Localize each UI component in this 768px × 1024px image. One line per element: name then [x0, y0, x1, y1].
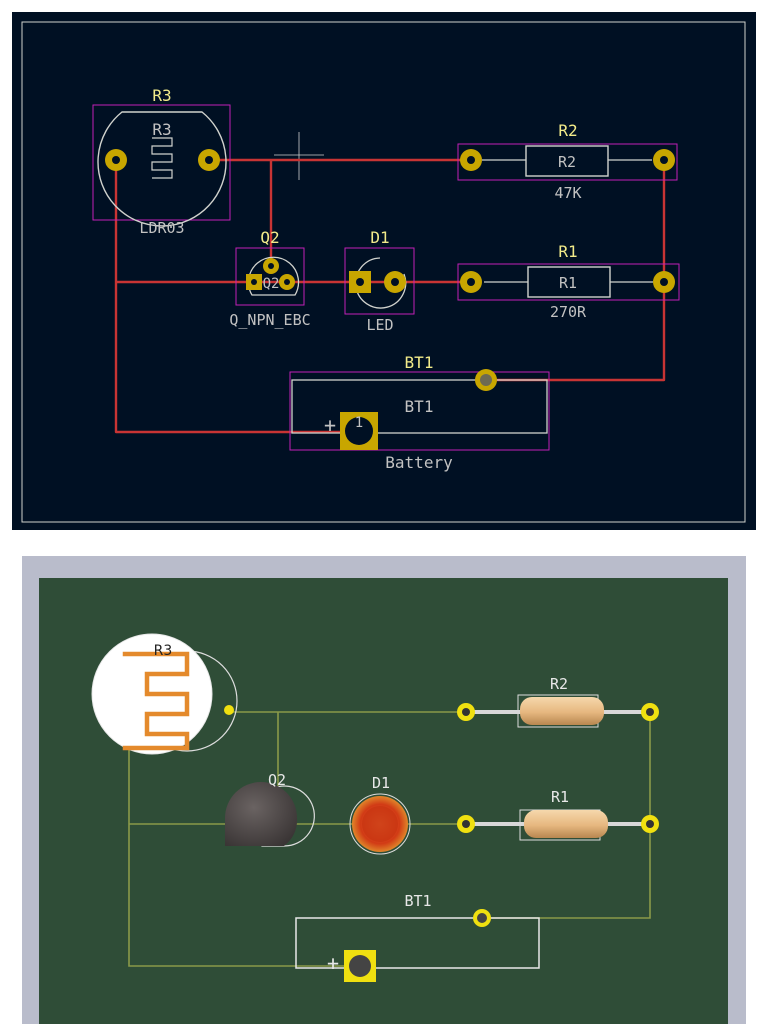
bt1-pad-2-hole	[477, 913, 487, 923]
q2-3d[interactable]: Q2	[225, 771, 315, 847]
r3-3d-label: R3	[154, 643, 173, 659]
bt1-pad-2-hole	[480, 374, 492, 386]
r2-pad-1-hole	[467, 156, 475, 164]
bt1-pad-1-hole	[345, 417, 373, 445]
r3-pad-1-hole	[112, 156, 120, 164]
bt1-pad-1-hole	[349, 955, 371, 977]
q2-pad-base-hole	[268, 263, 274, 269]
bt1-3d-label: BT1	[404, 892, 431, 910]
r3-pad-2-hole	[205, 156, 213, 164]
d1-value-label: LED	[366, 316, 393, 334]
viewer-3d-svg[interactable]: R3 R2 R1 Q2	[22, 556, 746, 1024]
r3-courtyard	[92, 104, 231, 221]
r3-reference-label: R3	[152, 86, 171, 105]
board-edge-outline	[21, 21, 746, 523]
q2-3d-label: Q2	[268, 771, 286, 789]
r1-body-text: R1	[559, 274, 577, 292]
component-bt1[interactable]: 1 + BT1 BT1 Battery	[289, 353, 550, 472]
component-q2[interactable]: Q2 Q2 Q_NPN_EBC	[229, 228, 310, 329]
bt1-3d[interactable]: + BT1	[295, 892, 540, 982]
r3-body-text: R3	[152, 120, 171, 139]
r1-courtyard	[457, 263, 680, 301]
copper-tracks	[114, 158, 666, 434]
bt1-polarity-plus: +	[327, 951, 339, 975]
r1-value-label: 270R	[550, 303, 587, 321]
r1-pad-1-hole	[467, 278, 475, 286]
r1-3d[interactable]: R1	[457, 788, 659, 841]
bt1-courtyard	[289, 371, 550, 451]
r1-pad-2-hole	[646, 820, 654, 828]
d1-led-lens	[362, 806, 398, 842]
bt1-value-label: Battery	[385, 453, 453, 472]
r3-ldr-symbol	[151, 137, 173, 179]
d1-pad-cathode-hole	[356, 278, 364, 286]
r3-value-label: LDR03	[139, 219, 184, 237]
d1-silk-outline	[349, 793, 411, 855]
r1-reference-label: R1	[558, 242, 577, 261]
pcb-layout-svg[interactable]: R3 R3 LDR03 R2 R2 47K	[12, 12, 756, 530]
r1-body	[524, 810, 608, 838]
r2-value-label: 47K	[554, 184, 581, 202]
d1-reference-label: D1	[370, 228, 389, 247]
r3-ldr-3d[interactable]: R3	[91, 633, 238, 755]
r2-3d-label: R2	[550, 675, 568, 693]
bt1-silk-outline	[295, 917, 540, 969]
r3-photocell-track	[122, 651, 190, 751]
d1-3d[interactable]: D1	[349, 774, 411, 855]
d1-3d-label: D1	[372, 774, 390, 792]
cursor-crosshair	[274, 132, 324, 180]
bt1-polarity-plus: +	[324, 413, 336, 437]
q2-body	[225, 782, 298, 846]
r2-reference-label: R2	[558, 121, 577, 140]
d1-body-outline	[355, 257, 407, 309]
r2-3d[interactable]: R2	[457, 675, 659, 728]
viewer-3d-canvas[interactable]: R3 R2 R1 Q2	[22, 556, 746, 1024]
r1-pad-2-hole	[660, 278, 668, 286]
r2-body-text: R2	[558, 153, 576, 171]
q2-value-label: Q_NPN_EBC	[229, 311, 310, 329]
q2-courtyard	[235, 247, 305, 306]
bt1-reference-label: BT1	[405, 353, 434, 372]
r2-pad-2-hole	[660, 156, 668, 164]
component-d1[interactable]: D1 LED	[344, 228, 415, 334]
component-r3-ldr[interactable]: R3 R3 LDR03	[92, 86, 231, 237]
r2-pad-2-hole	[646, 708, 654, 716]
q2-reference-label: Q2	[260, 228, 279, 247]
r2-courtyard	[457, 143, 678, 181]
bt1-body-text: BT1	[405, 397, 434, 416]
bt1-body-outline	[291, 379, 548, 434]
r3-pin	[224, 705, 234, 715]
r2-body-outline	[525, 145, 609, 177]
r1-body-outline	[527, 266, 611, 298]
d1-pad-anode-hole	[391, 278, 399, 286]
r2-body	[520, 697, 604, 725]
r3-body-outline	[97, 111, 227, 227]
component-r2[interactable]: R2 R2 47K	[457, 121, 678, 202]
bt1-pad-number: 1	[355, 415, 363, 431]
q2-pad-collector-hole	[284, 279, 290, 285]
r1-3d-label: R1	[551, 788, 569, 806]
r2-pad-1-hole	[462, 708, 470, 716]
d1-courtyard	[344, 247, 415, 315]
r1-pad-1-hole	[462, 820, 470, 828]
pcb-layout-canvas[interactable]: R3 R3 LDR03 R2 R2 47K	[12, 12, 756, 530]
component-r1[interactable]: R1 R1 270R	[457, 242, 680, 321]
q2-body-text: Q2	[263, 276, 280, 292]
q2-pad-emitter-hole	[251, 279, 257, 285]
